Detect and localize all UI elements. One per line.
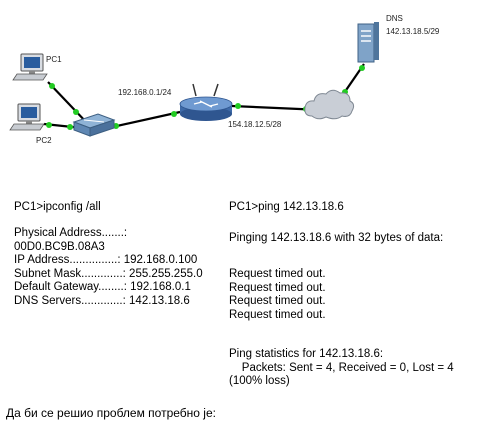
ping-command: PC1>ping 142.13.18.6 [229, 201, 344, 213]
ipconfig-line: DNS Servers.............: 142.13.18.6 [14, 294, 190, 307]
ping-statistics: Ping statistics for 142.13.18.6: Packets… [229, 348, 454, 389]
dns-label: DNS [386, 14, 403, 23]
port-router-lan [171, 111, 177, 117]
ping-stats-line: Ping statistics for 142.13.18.6: [229, 348, 384, 360]
cloud-icon [304, 89, 355, 120]
ipconfig-line: IP Address...............: 192.168.0.100 [14, 254, 198, 266]
ipconfig-line: Physical Address.......: [14, 227, 128, 239]
pc1-icon[interactable] [12, 53, 48, 81]
port-pc1 [49, 83, 55, 89]
ping-stats-line: Packets: Sent = 4, Received = 0, Lost = … [229, 361, 454, 374]
port-dns [359, 65, 365, 71]
link-pc1-switch [47, 81, 89, 125]
wan-ip-label: 154.18.12.5/28 [228, 120, 282, 129]
router-icon[interactable] [179, 83, 233, 121]
pc2-label: PC2 [36, 136, 52, 145]
ping-reply-line: Request timed out. [229, 295, 326, 307]
port-switch-pc2 [67, 124, 73, 130]
ping-reply-line: Request timed out. [229, 281, 326, 294]
link-switch-router [107, 110, 181, 130]
port-router-wan [235, 103, 241, 109]
ipconfig-output: Physical Address.......: 00D0.BC9B.08A3 … [14, 227, 203, 308]
pc1-label: PC1 [46, 55, 62, 64]
ipconfig-line: Default Gateway........: 192.168.0.1 [14, 281, 191, 293]
pc2-icon[interactable] [9, 103, 45, 131]
ipconfig-line: Subnet Mask.............: 255.255.255.0 [14, 267, 203, 280]
ping-replies: Request timed out. Request timed out. Re… [229, 268, 326, 322]
ping-reply-line: Request timed out. [229, 308, 326, 321]
dns-server-icon[interactable] [357, 22, 379, 63]
dns-ip-label: 142.13.18.5/29 [386, 27, 440, 36]
ping-intro: Pinging 142.13.18.6 with 32 bytes of dat… [229, 232, 444, 244]
ipconfig-command: PC1>ipconfig /all [14, 201, 101, 213]
ipconfig-line: 00D0.BC9B.08A3 [14, 240, 105, 253]
network-topology-diagram: PC1 PC2 192.168.0.1/24 154.18.12.5/28 DN… [9, 14, 440, 145]
switch-icon[interactable] [72, 113, 116, 137]
ping-reply-line: Request timed out. [229, 268, 326, 280]
question-text: Да би се решио проблем потребно је: [6, 406, 216, 420]
port-switch-pc1 [73, 109, 79, 115]
router-ip-label: 192.168.0.1/24 [118, 88, 172, 97]
port-pc2 [46, 122, 52, 128]
ping-stats-line: (100% loss) [229, 375, 290, 387]
